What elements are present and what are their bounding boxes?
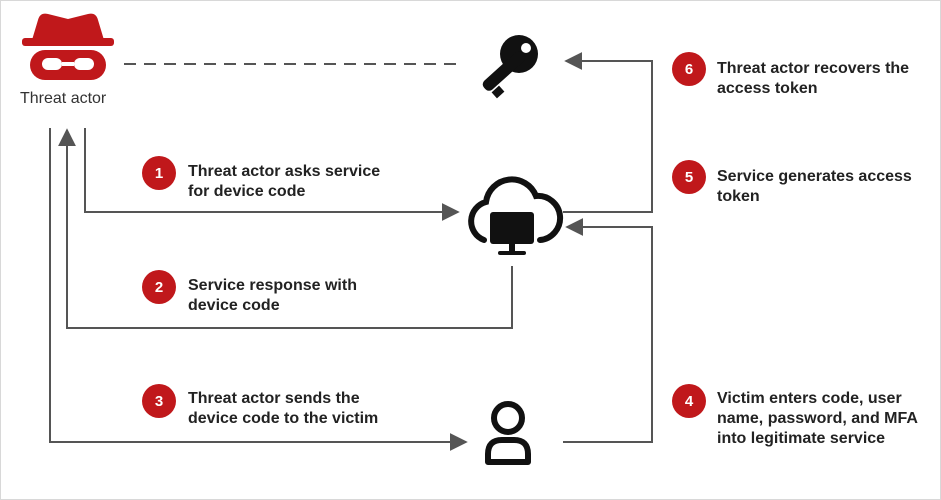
step-3-badge: 3 (142, 384, 176, 418)
step-5-line-1: Service generates access (717, 168, 912, 185)
step-5-badge: 5 (672, 160, 706, 194)
threat-actor-label: Threat actor (20, 90, 107, 107)
step-4-line-3: into legitimate service (717, 430, 886, 447)
step-1-line-1: Threat actor asks service (188, 163, 381, 180)
step-6-line-2: access token (717, 80, 818, 97)
step-3-text: Threat actor sends the device code to th… (188, 389, 378, 429)
arrow-step-5-6 (563, 52, 653, 213)
step-2-badge: 2 (142, 270, 176, 304)
victim-user-icon (485, 401, 531, 465)
step-3-line-2: device code to the victim (188, 410, 379, 427)
step-2-line-2: device code (188, 297, 280, 314)
step-1-badge: 1 (142, 156, 176, 190)
step-5-text: Service generates access token (717, 167, 912, 207)
threat-actor-icon (22, 13, 114, 80)
step-6-text: Threat actor recovers the access token (717, 59, 909, 99)
step-6-line-1: Threat actor recovers the (717, 60, 910, 77)
step-3-line-1: Threat actor sends the (188, 390, 360, 407)
step-1-text: Threat actor asks service for device cod… (188, 162, 380, 202)
step-1-line-2: for device code (188, 183, 306, 200)
step-2-text: Service response with device code (188, 276, 357, 316)
step-5-line-2: token (717, 188, 760, 205)
step-6-badge: 6 (672, 52, 706, 86)
arrow-step-1 (84, 128, 460, 221)
step-4-badge: 4 (672, 384, 706, 418)
step-2-line-1: Service response with (188, 277, 357, 294)
cloud-monitor-icon (468, 176, 564, 255)
arrow-step-2 (58, 128, 513, 329)
step-4-line-2: name, password, and MFA (717, 410, 918, 427)
arrow-step-4 (563, 218, 653, 443)
arrow-step-3 (49, 128, 468, 451)
key-hole (521, 43, 531, 53)
step-4-line-1: Victim enters code, user (717, 390, 902, 407)
step-4-text: Victim enters code, user name, password,… (717, 389, 918, 449)
